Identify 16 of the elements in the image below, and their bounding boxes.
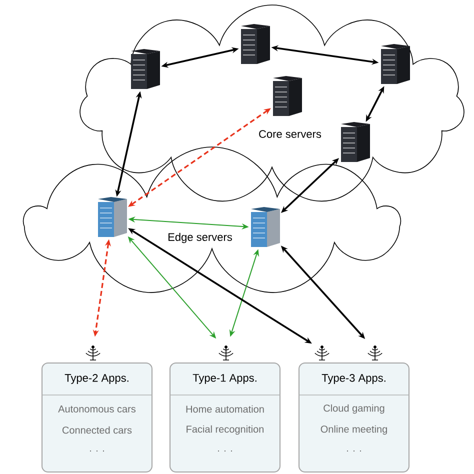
antenna-icon [314, 346, 330, 360]
antenna-icon [368, 346, 382, 360]
cloud: Edge servers [22, 146, 402, 293]
cloud: Core servers [80, 4, 464, 202]
server-icon [273, 76, 302, 116]
app-box: Type-3 Apps. Cloud gaming Online meeting . . . [298, 362, 410, 472]
server-icon [131, 49, 160, 89]
server-icon [98, 197, 127, 237]
antenna-icon [86, 346, 100, 360]
app-box: Type-2 Apps. Autonomous cars Connected cars . . . [42, 362, 152, 472]
antenna-icon [218, 346, 234, 360]
server-icon [341, 122, 370, 162]
server-icon [381, 44, 410, 84]
app-box: Type-1 Apps. Home automation Facial recognition . . . [170, 362, 280, 472]
server-icon [241, 24, 270, 64]
server-icon [251, 207, 280, 247]
